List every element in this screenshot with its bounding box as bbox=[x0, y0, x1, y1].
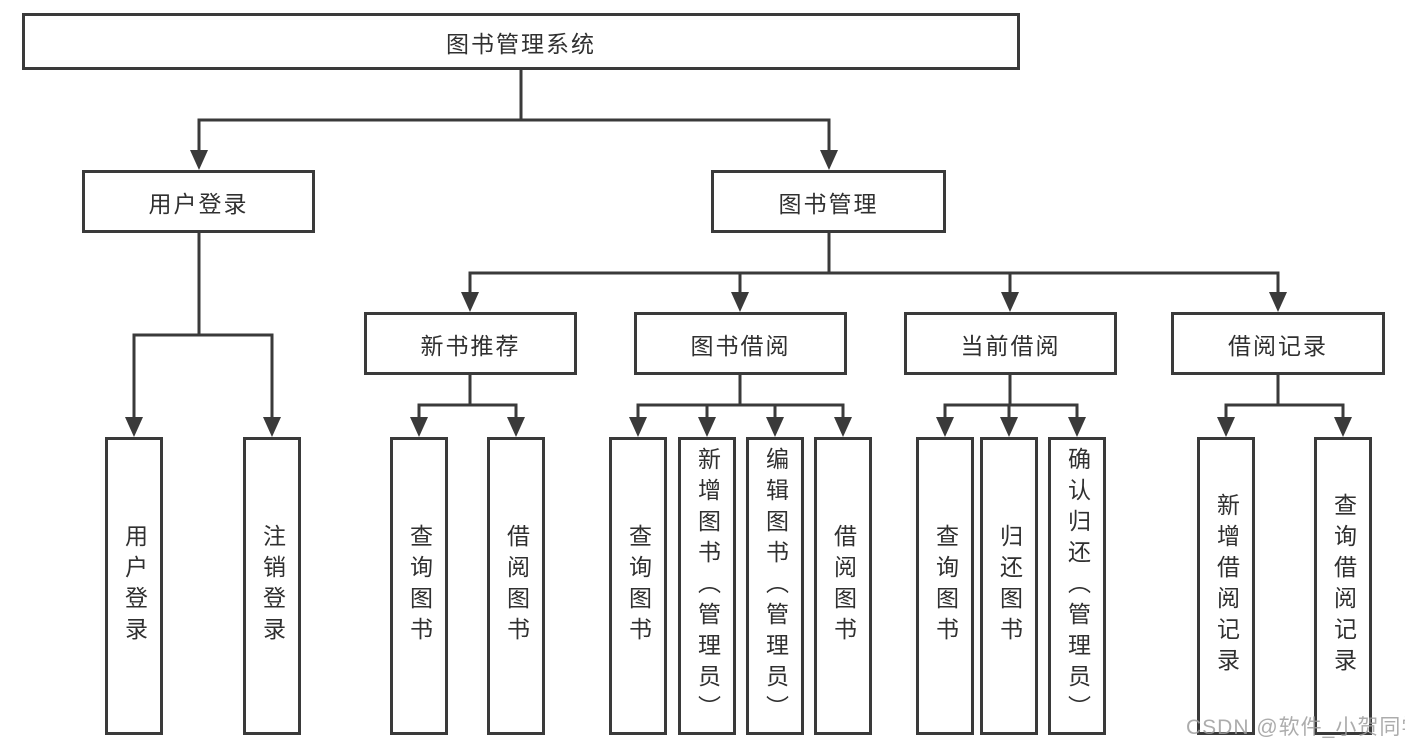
node-library-management-system: 图书管理系统 bbox=[22, 13, 1020, 70]
node-query-books-borrowing: 查询图书 bbox=[609, 437, 667, 735]
node-edit-books-admin: 编辑图书（管理员） bbox=[746, 437, 804, 735]
node-query-books-current: 查询图书 bbox=[916, 437, 974, 735]
node-confirm-return-admin: 确认归还（管理员） bbox=[1048, 437, 1106, 735]
node-book-borrowing: 图书借阅 bbox=[634, 312, 847, 375]
arrowheads bbox=[125, 150, 1352, 437]
node-borrowing-records: 借阅记录 bbox=[1171, 312, 1385, 375]
node-query-borrow-record: 查询借阅记录 bbox=[1314, 437, 1372, 735]
node-new-book-recommendation: 新书推荐 bbox=[364, 312, 577, 375]
node-logout: 注销登录 bbox=[243, 437, 301, 735]
node-user-login: 用户登录 bbox=[82, 170, 315, 233]
node-add-borrow-record: 新增借阅记录 bbox=[1197, 437, 1255, 735]
node-return-books: 归还图书 bbox=[980, 437, 1038, 735]
watermark-text: CSDN @软件_小贺同学 bbox=[1186, 716, 1405, 739]
node-add-books-admin: 新增图书（管理员） bbox=[678, 437, 736, 735]
node-book-management: 图书管理 bbox=[711, 170, 946, 233]
node-user-login-leaf: 用户登录 bbox=[105, 437, 163, 735]
node-borrow-books-recommend: 借阅图书 bbox=[487, 437, 545, 735]
node-query-books-recommend: 查询图书 bbox=[390, 437, 448, 735]
node-borrow-books-borrowing: 借阅图书 bbox=[814, 437, 872, 735]
node-current-borrowing: 当前借阅 bbox=[904, 312, 1117, 375]
